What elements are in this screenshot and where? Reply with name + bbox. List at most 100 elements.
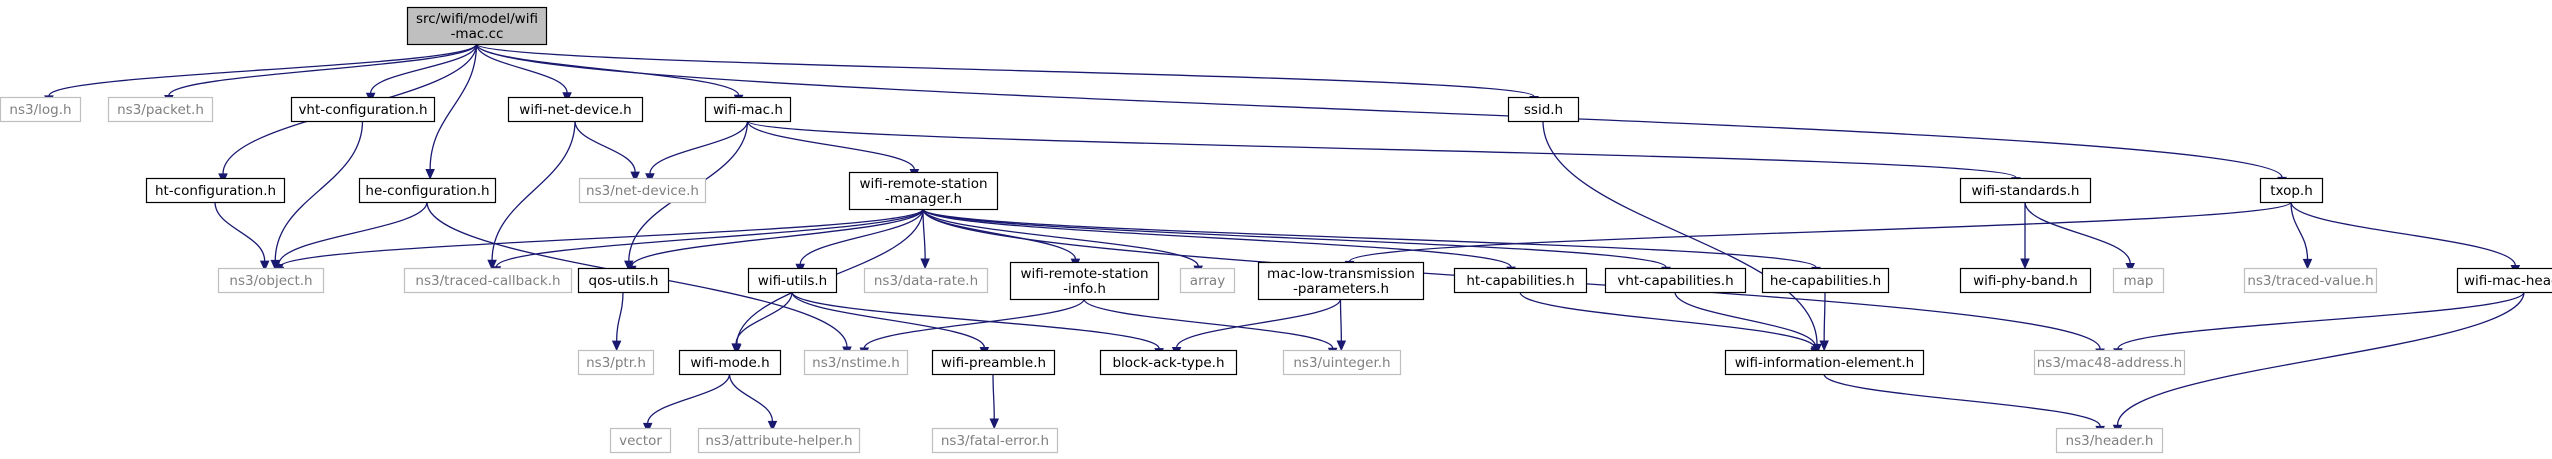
node-box: [1604, 267, 1747, 294]
node-phyband[interactable]: wifi-phy-band.h: [1959, 267, 2092, 294]
node-wifiutils[interactable]: wifi-utils.h: [747, 267, 838, 294]
edge-line: [214, 201, 266, 262]
node-heconf[interactable]: he-configuration.h: [358, 177, 497, 204]
node-label: vht-configuration.h: [298, 102, 427, 118]
node-qosutils[interactable]: qos-utils.h: [577, 267, 670, 294]
node-box: [217, 267, 325, 294]
edge-line: [746, 120, 2017, 179]
node-label: ns3/uinteger.h: [1293, 355, 1390, 371]
node-box: [678, 349, 782, 376]
edge-root-to-heconf: [425, 43, 478, 180]
edge-wrsm-to-qosutils: [627, 208, 924, 277]
node-label: wifi-remote-station: [1020, 266, 1148, 282]
edge-wie-to-header: [1823, 373, 2105, 437]
node-mltp[interactable]: mac-low-transmission-parameters.h: [1257, 261, 1425, 301]
node-log: ns3/log.h: [0, 96, 82, 123]
node-label: ns3/net-device.h: [586, 183, 699, 199]
edge-line: [922, 208, 1817, 268]
node-wie[interactable]: wifi-information-element.h: [1724, 349, 1925, 376]
node-label: ns3/ptr.h: [586, 355, 646, 371]
edge-wifinetdev-to-tracedcb: [487, 120, 576, 271]
node-root[interactable]: src/wifi/model/wifi-mac.cc: [406, 6, 548, 46]
node-wrsm[interactable]: wifi-remote-station-manager.h: [848, 171, 999, 211]
node-fatalerr: ns3/fatal-error.h: [931, 427, 1059, 454]
edge-line: [475, 43, 568, 93]
node-ssid[interactable]: ssid.h: [1507, 96, 1580, 123]
arrowhead-icon: [731, 343, 741, 355]
edge-line: [1519, 291, 1816, 349]
node-vhtcap[interactable]: vht-capabilities.h: [1604, 267, 1747, 294]
edge-wifistd-to-map: [2024, 201, 2135, 274]
edge-wmh-to-mac48: [2113, 291, 2525, 359]
edge-line: [863, 298, 1085, 349]
node-wifimac[interactable]: wifi-mac.h: [704, 96, 792, 123]
node-box: [931, 349, 1056, 376]
arrowhead-icon: [920, 258, 930, 270]
node-label: wifi-remote-station: [859, 176, 987, 192]
node-ptr: ns3/ptr.h: [577, 349, 655, 376]
edge-line: [278, 208, 924, 268]
edge-wifimode-to-vector: [642, 373, 731, 434]
node-txop[interactable]: txop.h: [2259, 177, 2324, 204]
node-box: [1099, 349, 1238, 376]
node-wifistd[interactable]: wifi-standards.h: [1959, 177, 2092, 204]
edge-line: [1674, 291, 1817, 347]
node-label: he-configuration.h: [365, 183, 489, 199]
node-blockack[interactable]: block-ack-type.h: [1099, 349, 1238, 376]
node-htconf[interactable]: ht-configuration.h: [145, 177, 286, 204]
node-wifipre[interactable]: wifi-preamble.h: [931, 349, 1056, 376]
node-label: wifi-information-element.h: [1735, 355, 1914, 371]
node-wmh[interactable]: wifi-mac-header.h: [2456, 267, 2552, 294]
node-nstime: ns3/nstime.h: [803, 349, 909, 376]
node-label: ns3/fatal-error.h: [941, 433, 1049, 449]
edge-line: [735, 291, 793, 344]
node-box: [704, 96, 792, 123]
edge-line: [2290, 201, 2309, 260]
node-label: qos-utils.h: [589, 273, 659, 289]
edge-wifimode-to-attrhelper: [728, 373, 778, 432]
node-vhtconf[interactable]: vht-configuration.h: [290, 96, 436, 123]
node-wifimode[interactable]: wifi-mode.h: [678, 349, 782, 376]
arrowhead-icon: [259, 260, 270, 272]
edge-line: [922, 208, 1199, 267]
edge-line: [495, 208, 924, 268]
edge-line: [574, 120, 636, 173]
node-box: [358, 177, 497, 204]
node-tracedcb: ns3/traced-callback.h: [403, 267, 573, 294]
edge-line: [992, 373, 995, 420]
node-label: ns3/nstime.h: [812, 355, 900, 371]
node-box: [1453, 267, 1588, 294]
node-label: ns3/data-rate.h: [874, 273, 978, 289]
node-datarate: ns3/data-rate.h: [863, 267, 989, 294]
edge-txop-to-tracedval: [2290, 201, 2313, 270]
node-label: wifi-mac.h: [713, 102, 783, 118]
edge-line: [2116, 291, 2525, 426]
node-label: mac-low-transmission: [1267, 266, 1415, 282]
edge-line: [429, 43, 478, 170]
node-hecap[interactable]: he-capabilities.h: [1761, 267, 1890, 294]
edge-wifiutils-to-wifimode: [731, 291, 793, 355]
edge-wifistd-to-phyband: [2020, 201, 2030, 270]
node-box: [2456, 267, 2552, 294]
node-wrsi[interactable]: wifi-remote-station-info.h: [1009, 261, 1160, 301]
edge-qosutils-to-ptr: [611, 291, 624, 352]
edge-line: [2290, 201, 2516, 266]
node-box: [2055, 427, 2164, 454]
node-header: ns3/header.h: [2055, 427, 2164, 454]
edge-line: [922, 208, 926, 260]
node-box: [0, 96, 82, 123]
node-box: [863, 267, 989, 294]
node-label: src/wifi/model/wifi: [416, 11, 538, 27]
node-box: [697, 427, 861, 454]
node-box: [107, 96, 214, 123]
edge-wifimac-to-wrsm: [746, 120, 920, 180]
arrowhead-icon: [630, 171, 640, 183]
node-label: ns3/log.h: [9, 102, 71, 118]
edge-line: [278, 201, 428, 265]
edge-txop-to-wmh: [2290, 201, 2521, 276]
node-htcap[interactable]: ht-capabilities.h: [1453, 267, 1588, 294]
edge-line: [791, 291, 986, 348]
edge-line: [1823, 291, 1826, 342]
node-box: [1761, 267, 1890, 294]
node-wifinetdev[interactable]: wifi-net-device.h: [507, 96, 644, 123]
